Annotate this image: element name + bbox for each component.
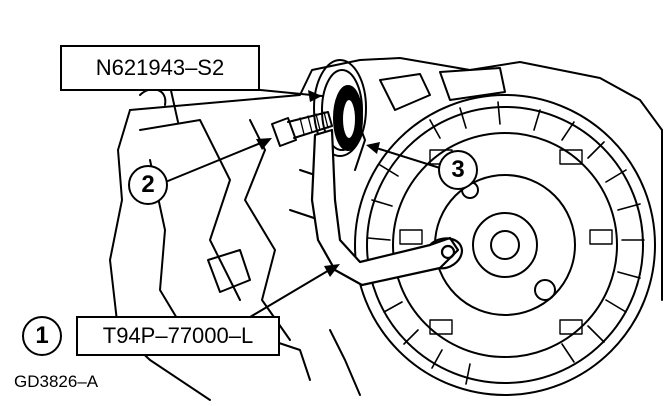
tool-number-label: T94P–77000–L [76,316,280,356]
figure-id: GD3826–A [14,372,99,391]
rear-seal [313,59,367,157]
part-number-label: N621943–S2 [60,45,260,91]
callout-2: 2 [128,165,168,205]
callout-3: 3 [438,150,478,190]
holding-tool [310,128,464,287]
pump-gear-assembly [354,94,656,396]
bolt [271,111,333,147]
callout-1: 1 [22,316,62,356]
